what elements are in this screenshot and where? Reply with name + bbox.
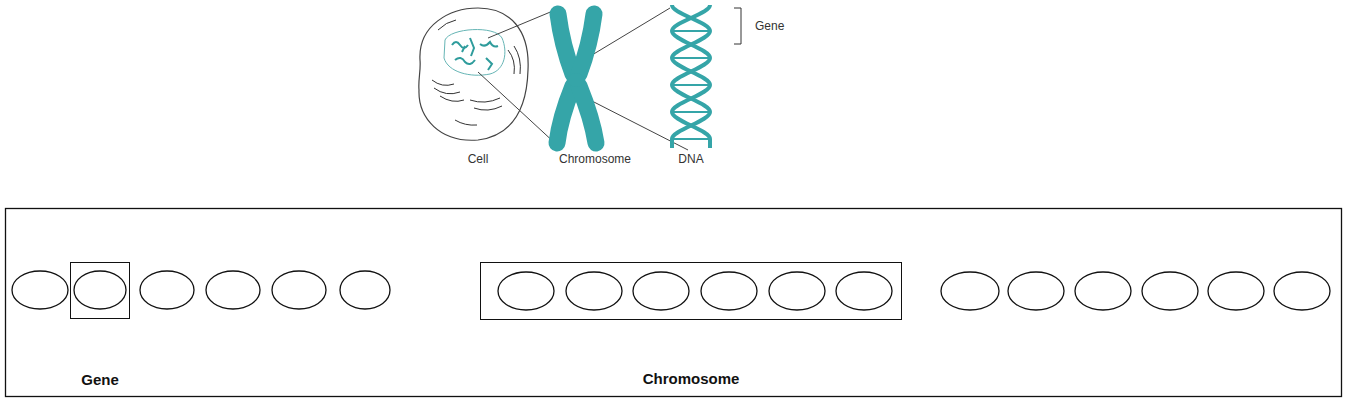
node-label: Gene bbox=[81, 371, 119, 388]
gene-oval bbox=[1008, 272, 1064, 310]
er-line bbox=[470, 98, 500, 102]
dna-rung bbox=[674, 57, 708, 59]
chromosome-symbol bbox=[557, 14, 596, 143]
chromatin-strand bbox=[462, 46, 465, 52]
gene-oval bbox=[836, 272, 892, 310]
er-line bbox=[438, 20, 456, 30]
node-label: Chromosome bbox=[643, 370, 740, 387]
dna-rungs bbox=[674, 31, 708, 139]
chromosome-box: Chromosome bbox=[480, 262, 902, 320]
chromatin-strand bbox=[486, 58, 492, 70]
centromere bbox=[568, 73, 584, 87]
er-line bbox=[514, 46, 520, 74]
gene-oval bbox=[566, 272, 622, 310]
leader-line bbox=[478, 72, 557, 145]
gene-oval bbox=[769, 272, 825, 310]
dna-label: DNA bbox=[678, 152, 703, 166]
er-line bbox=[474, 106, 502, 110]
dna-rung bbox=[674, 111, 708, 113]
dna-strand bbox=[672, 5, 710, 148]
gene-oval bbox=[1274, 272, 1330, 310]
nucleus-chromatin bbox=[452, 38, 498, 70]
dna-rung bbox=[674, 138, 708, 140]
dna-rung bbox=[674, 30, 708, 32]
gene-oval bbox=[701, 272, 757, 310]
chromosome-arm bbox=[579, 86, 596, 143]
gene-label: Gene bbox=[755, 19, 784, 33]
gene-oval bbox=[633, 272, 689, 310]
chromatin-strand bbox=[470, 38, 474, 56]
gene-oval bbox=[941, 272, 999, 310]
chromosome-arm bbox=[558, 14, 573, 74]
gene-bracket bbox=[734, 8, 741, 44]
dna-strand bbox=[672, 5, 710, 148]
gene-box: Gene bbox=[70, 262, 130, 319]
dna-rung bbox=[674, 84, 708, 86]
chromosome-arm bbox=[557, 86, 573, 143]
leader-line bbox=[592, 8, 670, 55]
leader-lines bbox=[478, 8, 688, 150]
gene-oval bbox=[340, 271, 390, 309]
gene-oval bbox=[272, 271, 326, 309]
nucleus-outline bbox=[444, 30, 505, 76]
er-line bbox=[440, 96, 464, 101]
gene-oval bbox=[1075, 272, 1131, 310]
cell-label: Cell bbox=[468, 152, 489, 166]
er-line bbox=[434, 88, 460, 94]
gene-oval bbox=[12, 271, 68, 309]
gene-oval bbox=[498, 272, 554, 310]
outer-frame bbox=[6, 209, 1342, 397]
gene-oval bbox=[74, 271, 126, 309]
gene-oval bbox=[1142, 272, 1198, 310]
gene-oval bbox=[140, 271, 194, 309]
gene-ovals bbox=[12, 271, 1330, 310]
er-line bbox=[508, 50, 514, 74]
chromosome-arm bbox=[579, 14, 594, 74]
gene-oval bbox=[206, 271, 260, 309]
cell-organelles bbox=[432, 20, 520, 125]
chromatin-strand bbox=[480, 42, 498, 47]
chromosome-label: Chromosome bbox=[559, 152, 631, 166]
leader-line bbox=[488, 8, 560, 38]
er-line bbox=[455, 120, 477, 125]
chromatin-strand bbox=[452, 42, 468, 48]
er-line bbox=[432, 80, 454, 85]
dna-helix bbox=[672, 5, 710, 148]
chromatin-strand bbox=[455, 58, 475, 64]
gene-oval bbox=[1208, 272, 1264, 310]
